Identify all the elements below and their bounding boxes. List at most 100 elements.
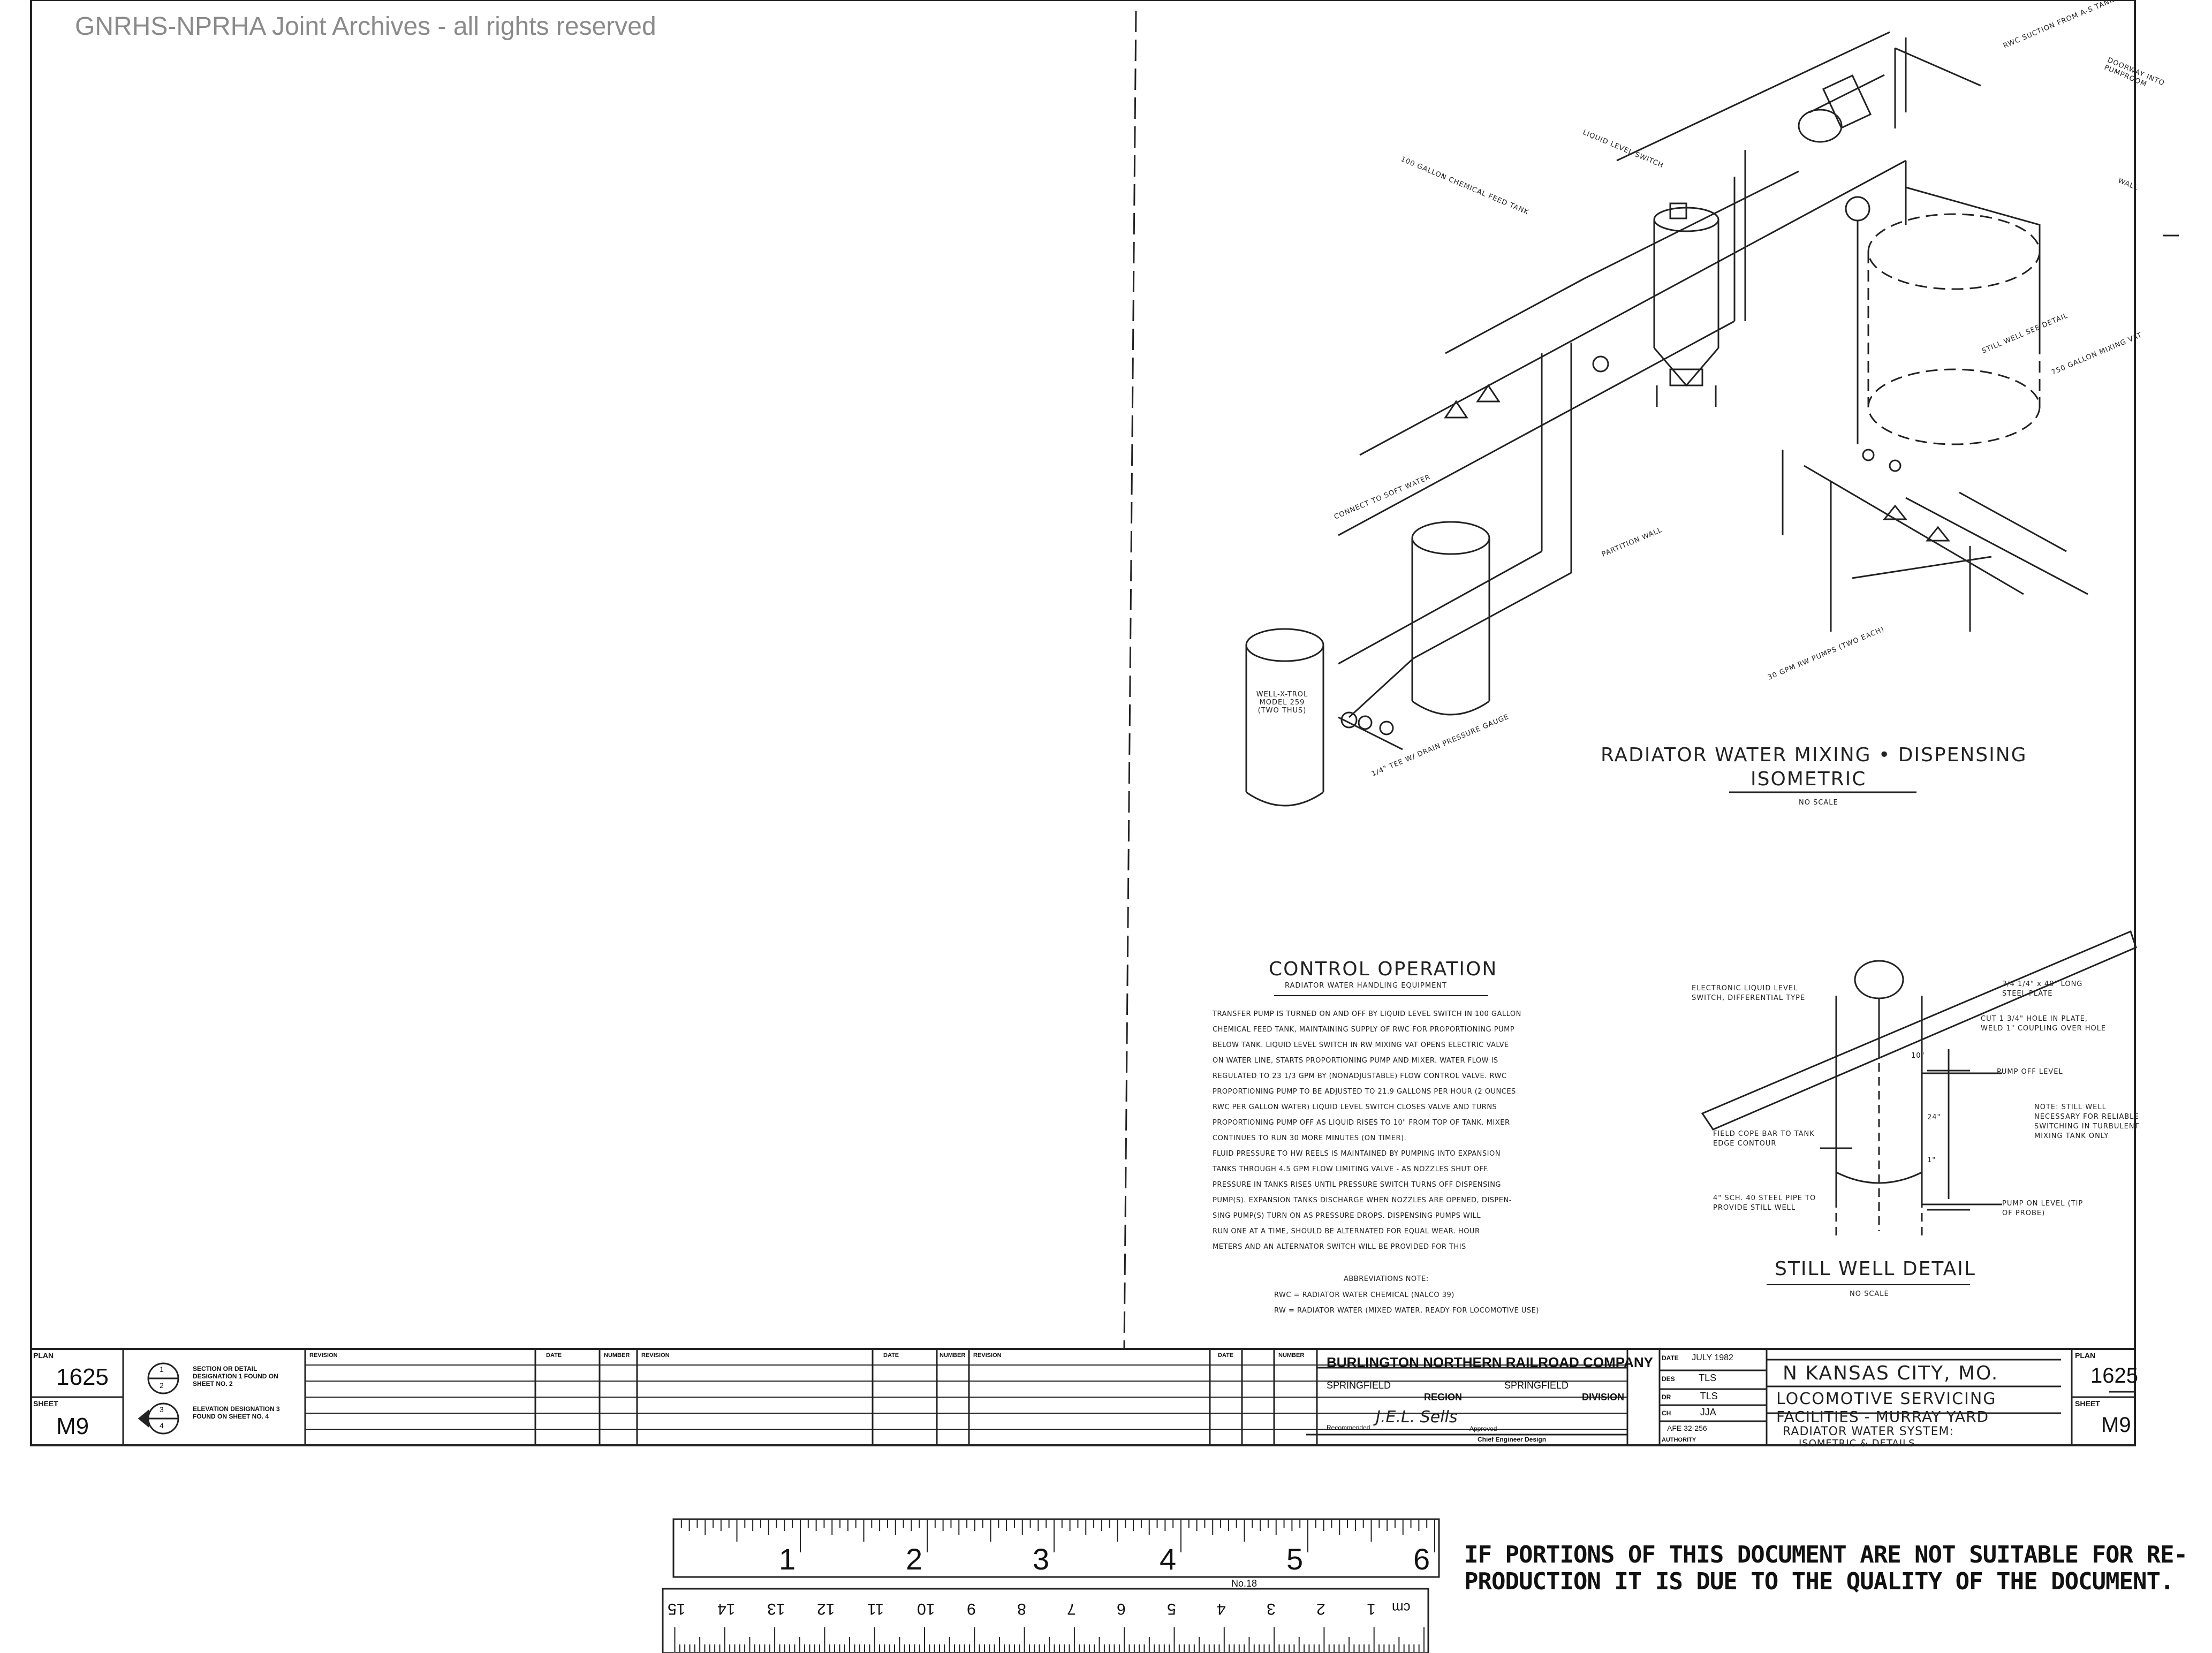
rev-header: REVISION bbox=[641, 1352, 670, 1359]
control-line: PROPORTIONING PUMP TO BE ADJUSTED TO 21.… bbox=[1213, 1088, 1516, 1096]
still-label-plate: 3/4 1/4" x 40" LONG STEEL PLATE bbox=[2002, 980, 2083, 998]
still-label-switch: ELECTRONIC LIQUID LEVEL SWITCH, DIFFEREN… bbox=[1692, 984, 1806, 1002]
region-label: REGION bbox=[1424, 1392, 1463, 1402]
inch-label: 2 bbox=[906, 1542, 923, 1576]
isometric-scale: NO SCALE bbox=[1799, 799, 1838, 807]
rev-header: REVISION bbox=[309, 1352, 338, 1359]
meta-date: DATE JULY 1982 bbox=[1662, 1353, 1733, 1362]
control-line: PUMP(S). EXPANSION TANKS DISCHARGE WHEN … bbox=[1213, 1196, 1512, 1204]
rev-header: DATE bbox=[1218, 1352, 1234, 1359]
control-line: REGULATED TO 23 1/3 GPM BY (NONADJUSTABL… bbox=[1213, 1072, 1507, 1080]
cm-label: 6 bbox=[1117, 1600, 1126, 1618]
division-label: DIVISION bbox=[1582, 1392, 1625, 1402]
control-line: TANKS THROUGH 4.5 GPM FLOW LIMITING VALV… bbox=[1213, 1165, 1489, 1173]
isometric-subtitle: ISOMETRIC bbox=[1751, 768, 1867, 790]
inch-label: 5 bbox=[1286, 1542, 1304, 1576]
control-line: BELOW TANK. LIQUID LEVEL SWITCH IN RW MI… bbox=[1213, 1041, 1509, 1049]
cm-label: 1 bbox=[1366, 1600, 1376, 1618]
chief-label: Chief Engineer Design bbox=[1478, 1436, 1547, 1443]
sheet-number-right: M9 bbox=[2101, 1413, 2131, 1437]
desc-line: LOCOMOTIVE SERVICING bbox=[1776, 1390, 1997, 1408]
legend-elevation: ELEVATION DESIGNATION 3 FOUND ON SHEET N… bbox=[193, 1405, 280, 1420]
inch-label: 3 bbox=[1033, 1542, 1050, 1576]
still-title: STILL WELL DETAIL bbox=[1775, 1258, 1976, 1280]
inch-label: 6 bbox=[1413, 1542, 1430, 1576]
still-label-note: NOTE: STILL WELL NECESSARY FOR RELIABLE … bbox=[2034, 1103, 2140, 1140]
control-line: TRANSFER PUMP IS TURNED ON AND OFF BY LI… bbox=[1213, 1010, 1521, 1018]
approved-label: Approved bbox=[1469, 1425, 1497, 1432]
inch-label: 1 bbox=[779, 1542, 796, 1576]
ruler-brand: No.18 bbox=[1231, 1578, 1257, 1589]
rev-header: NUMBER bbox=[604, 1352, 630, 1359]
rev-header: DATE bbox=[883, 1352, 899, 1359]
abbrev-line: RW = RADIATOR WATER (MIXED WATER, READY … bbox=[1274, 1307, 1539, 1315]
cm-label: 11 bbox=[867, 1600, 884, 1618]
control-line: FLUID PRESSURE TO HW REELS IS MAINTAINED… bbox=[1213, 1150, 1501, 1158]
control-line: CHEMICAL FEED TANK, MAINTAINING SUPPLY O… bbox=[1213, 1026, 1515, 1034]
still-label-pipe: 4" SCH. 40 STEEL PIPE TO PROVIDE STILL W… bbox=[1713, 1194, 1816, 1212]
cm-label: 3 bbox=[1267, 1600, 1276, 1618]
control-line: SING PUMP(S) TURN ON AS PRESSURE DROPS. … bbox=[1213, 1212, 1481, 1220]
meta-dr: DR TLS bbox=[1662, 1391, 1718, 1401]
isometric-title: RADIATOR WATER MIXING • DISPENSING bbox=[1601, 744, 2027, 766]
control-line: RUN ONE AT A TIME, SHOULD BE ALTERNATED … bbox=[1213, 1227, 1480, 1235]
cm-unit: cm bbox=[1392, 1600, 1411, 1616]
wellxtrol-label: WELL-X-TROL MODEL 259 (TWO THUS) bbox=[1256, 691, 1308, 715]
cm-label: 14 bbox=[717, 1600, 736, 1618]
cm-label: 13 bbox=[767, 1600, 785, 1618]
meta-des: DES TLS bbox=[1662, 1373, 1717, 1383]
division-value: SPRINGFIELD bbox=[1504, 1380, 1569, 1391]
rev-header: NUMBER bbox=[1278, 1352, 1305, 1359]
still-label-pump-off: PUMP OFF LEVEL bbox=[1997, 1068, 2063, 1076]
control-line: PRESSURE IN TANKS RISES UNTIL PRESSURE S… bbox=[1213, 1181, 1502, 1189]
desc-line: ISOMETRIC & DETAILS bbox=[1799, 1438, 1915, 1449]
quality-notice: IF PORTIONS OF THIS DOCUMENT ARE NOT SUI… bbox=[1464, 1541, 2188, 1595]
legend-symbol: 1 bbox=[160, 1365, 164, 1374]
cm-label: 7 bbox=[1066, 1600, 1076, 1618]
cm-label: 5 bbox=[1166, 1600, 1176, 1618]
cm-label: 9 bbox=[967, 1600, 976, 1618]
control-line: METERS AND AN ALTERNATOR SWITCH WILL BE … bbox=[1213, 1243, 1466, 1251]
control-subtitle: RADIATOR WATER HANDLING EQUIPMENT bbox=[1285, 982, 1447, 990]
rev-header: DATE bbox=[546, 1352, 562, 1359]
control-line: CONTINUES TO RUN 30 MORE MINUTES (ON TIM… bbox=[1213, 1134, 1407, 1142]
location: N KANSAS CITY, MO. bbox=[1783, 1362, 1999, 1384]
still-label-field: FIELD COPE BAR TO TANK EDGE CONTOUR bbox=[1713, 1130, 1815, 1148]
sheet-number: M9 bbox=[56, 1413, 89, 1439]
legend-symbol: 4 bbox=[160, 1421, 164, 1430]
plan-label-right: PLAN bbox=[2075, 1351, 2096, 1360]
rev-header: NUMBER bbox=[940, 1352, 966, 1359]
recommended-label: Recommended bbox=[1327, 1424, 1370, 1431]
notice-line: PRODUCTION IT IS DUE TO THE QUALITY OF T… bbox=[1464, 1568, 2174, 1595]
control-line: RWC PER GALLON WATER) LIQUID LEVEL SWITC… bbox=[1213, 1103, 1497, 1111]
notice-line: IF PORTIONS OF THIS DOCUMENT ARE NOT SUI… bbox=[1464, 1541, 2188, 1568]
still-label-pump-on: PUMP ON LEVEL (TIP OF PROBE) bbox=[2002, 1200, 2084, 1217]
archive-watermark: GNRHS-NPRHA Joint Archives - all rights … bbox=[75, 12, 656, 41]
plan-label: PLAN bbox=[33, 1351, 54, 1360]
still-dim-24: 24" bbox=[1927, 1113, 1941, 1121]
cm-label: 15 bbox=[667, 1600, 685, 1618]
company-name: BURLINGTON NORTHERN RAILROAD COMPANY bbox=[1327, 1354, 1654, 1370]
plan-number: 1625 bbox=[56, 1364, 109, 1390]
desc-line: FACILITIES - MURRAY YARD bbox=[1776, 1408, 1989, 1425]
control-line: PROPORTIONING PUMP OFF AS LIQUID RISES T… bbox=[1213, 1119, 1510, 1127]
meta-ch: CH JJA bbox=[1662, 1407, 1716, 1417]
inch-label: 4 bbox=[1160, 1542, 1177, 1576]
sheet-label: SHEET bbox=[33, 1399, 58, 1408]
desc-line: RADIATOR WATER SYSTEM: bbox=[1783, 1425, 1954, 1438]
control-title: CONTROL OPERATION bbox=[1269, 958, 1498, 980]
cm-label: 8 bbox=[1017, 1600, 1026, 1618]
meta-authority: AUTHORITY bbox=[1662, 1437, 1696, 1443]
rev-header: REVISION bbox=[973, 1352, 1002, 1359]
still-dim-10: 10" bbox=[1911, 1052, 1925, 1060]
signature: J.E.L. Sells bbox=[1376, 1408, 1458, 1427]
cm-label: 12 bbox=[817, 1600, 835, 1618]
sheet-label-right: SHEET bbox=[2075, 1399, 2100, 1408]
legend-symbol: 2 bbox=[160, 1381, 164, 1390]
control-text: TRANSFER PUMP IS TURNED ON AND OFF BY LI… bbox=[1213, 1006, 1521, 1255]
still-dim-1: 1" bbox=[1927, 1156, 1936, 1164]
meta-afe: AFE 32-256 bbox=[1667, 1424, 1707, 1432]
cm-label: 10 bbox=[917, 1600, 935, 1618]
control-line: ON WATER LINE, STARTS PROPORTIONING PUMP… bbox=[1213, 1057, 1498, 1065]
